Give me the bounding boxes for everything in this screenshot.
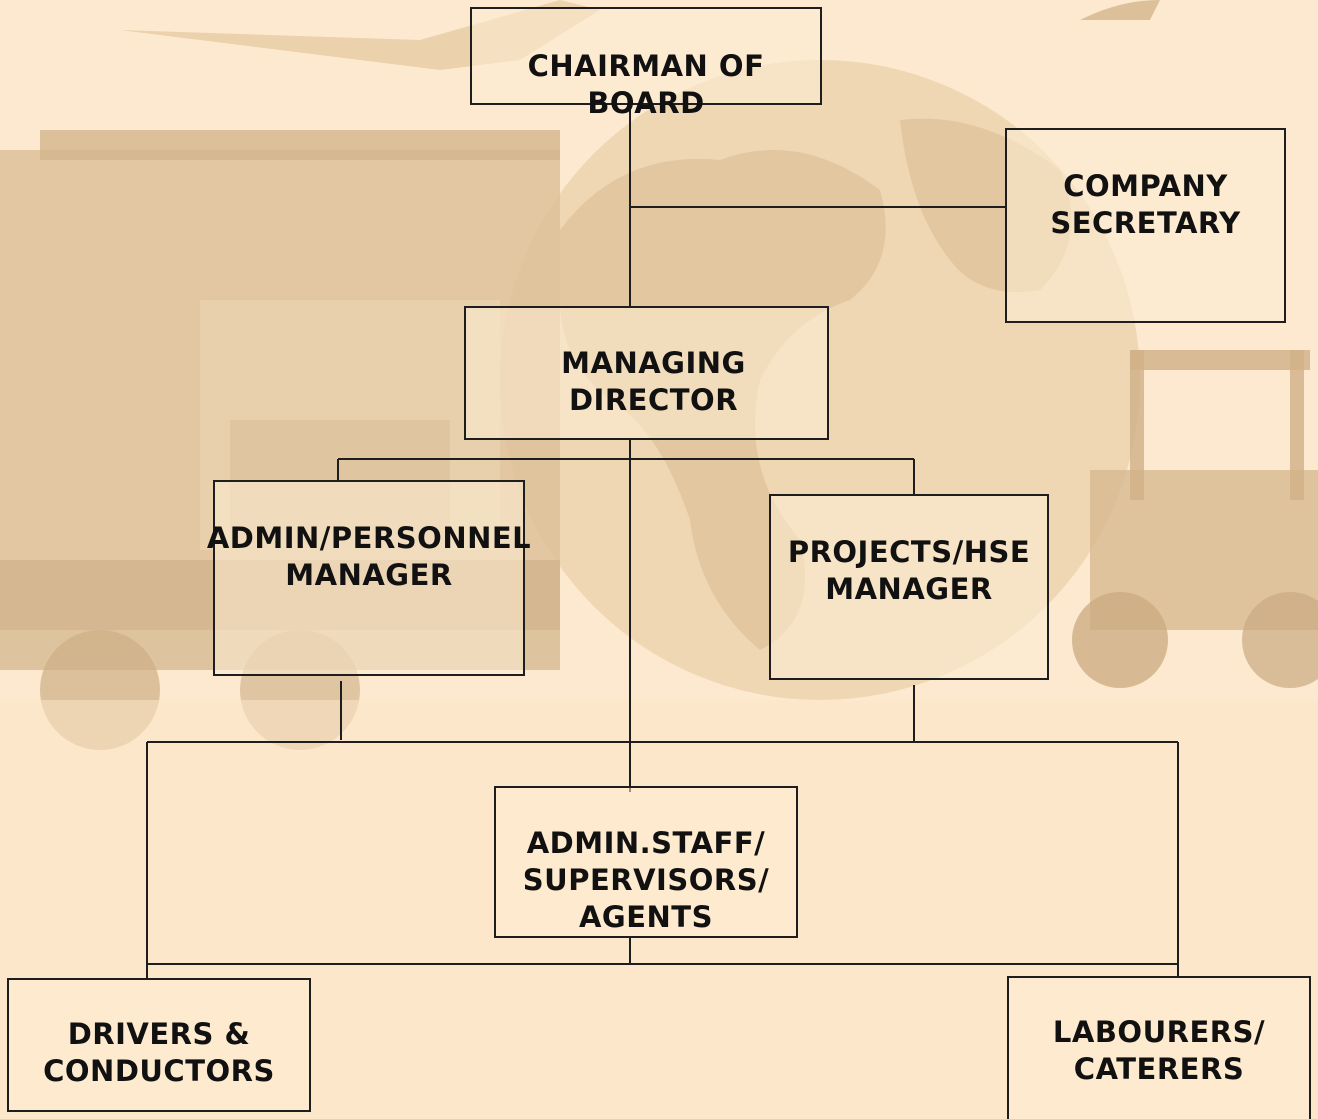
managing-director-title: MANAGING DIRECTOR: [480, 345, 827, 419]
projects-hse-manager-title-line-2: MANAGER: [825, 572, 993, 606]
company-secretary-title: COMPANY SECRETARY: [1050, 168, 1240, 242]
company-secretary-box: COMPANY SECRETARY: [1005, 128, 1286, 323]
forklift-wheel: [1072, 592, 1168, 688]
chairman-title: CHAIRMAN OF BOARD: [472, 48, 820, 122]
labourers-caterers-title-line-1: LABOURERS/: [1052, 1015, 1266, 1049]
labourers-caterers-title: LABOURERS/ CATERERS: [1053, 1014, 1265, 1088]
admin-staff-title-line-1: ADMIN.STAFF/: [526, 826, 766, 860]
company-secretary-title-line-1: COMPANY: [1063, 169, 1228, 203]
admin-personnel-manager-title-line-2: MANAGER: [285, 558, 453, 592]
admin-personnel-manager-title: ADMIN/PERSONNEL MANAGER: [207, 520, 531, 594]
admin-staff-title-line-3: AGENTS: [578, 900, 713, 934]
projects-hse-manager-title-line-1: PROJECTS/HSE: [787, 535, 1031, 569]
company-secretary-title-line-2: SECRETARY: [1050, 206, 1241, 240]
admin-personnel-manager-box: ADMIN/PERSONNEL MANAGER: [207, 480, 531, 676]
managing-director-box: MANAGING DIRECTOR: [464, 306, 829, 440]
labourers-caterers-title-line-2: CATERERS: [1073, 1052, 1245, 1086]
managing-director-title-line: MANAGING DIRECTOR: [561, 346, 746, 417]
projects-hse-manager-box: PROJECTS/HSE MANAGER: [769, 494, 1049, 680]
drivers-conductors-title-line-2: CONDUCTORS: [43, 1054, 275, 1088]
admin-staff-title-line-2: SUPERVISORS/: [522, 863, 770, 897]
drivers-conductors-title: DRIVERS & CONDUCTORS: [43, 1016, 275, 1090]
chairman-title-line: CHAIRMAN OF BOARD: [527, 49, 765, 120]
labourers-caterers-box: LABOURERS/ CATERERS: [1007, 976, 1311, 1119]
admin-staff-title: ADMIN.STAFF/ SUPERVISORS/ AGENTS: [523, 825, 769, 936]
admin-staff-box: ADMIN.STAFF/ SUPERVISORS/ AGENTS: [494, 786, 798, 938]
projects-hse-manager-title: PROJECTS/HSE MANAGER: [788, 534, 1030, 608]
drivers-conductors-box: DRIVERS & CONDUCTORS: [7, 978, 311, 1112]
drivers-conductors-title-line-1: DRIVERS &: [67, 1017, 251, 1051]
chairman-box: CHAIRMAN OF BOARD: [470, 7, 822, 120]
admin-personnel-manager-title-line-1: ADMIN/PERSONNEL: [206, 521, 532, 555]
